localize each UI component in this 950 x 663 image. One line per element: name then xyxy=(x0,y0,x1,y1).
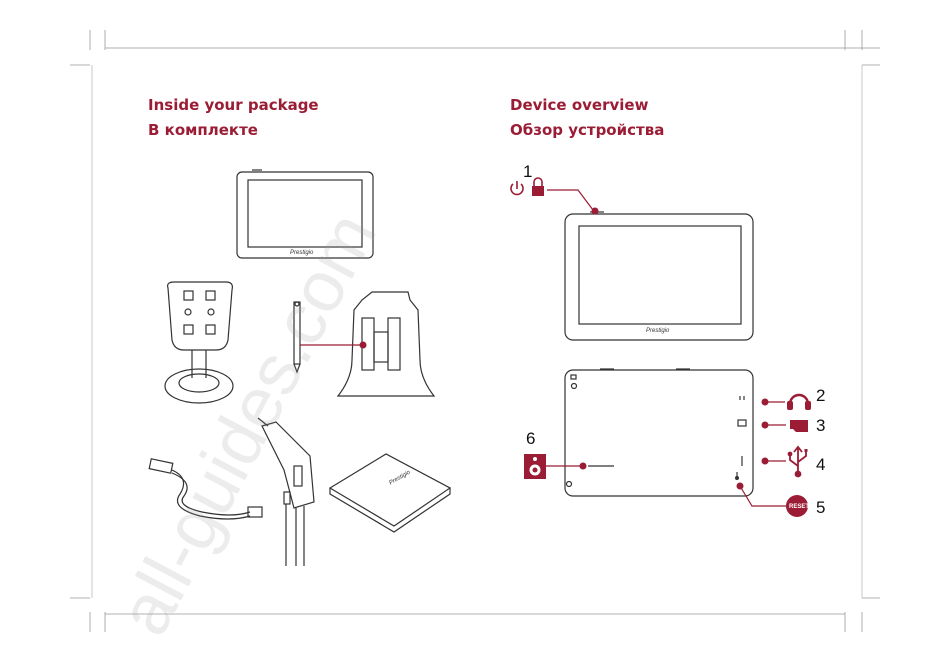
callout-6-speaker: 6 xyxy=(524,429,614,479)
callout-5-number: 5 xyxy=(816,498,825,517)
device-front-view: Prestigio xyxy=(565,212,753,340)
package-user-manual: Prestigio xyxy=(330,454,450,532)
speaker-icon xyxy=(524,454,546,479)
callout-2-number: 2 xyxy=(816,386,825,405)
callout-5-reset: RESET 5 xyxy=(735,472,825,517)
power-icon xyxy=(511,181,523,194)
callout-6-number: 6 xyxy=(526,429,535,448)
watermark: all-guides.com xyxy=(103,200,392,647)
reset-button-icon: RESET xyxy=(786,495,809,517)
device-front-brand: Prestigio xyxy=(646,328,670,334)
callout-4-usb: 4 xyxy=(762,447,826,477)
sd-card-icon xyxy=(790,420,808,432)
callout-4-number: 4 xyxy=(816,455,825,474)
reset-label: RESET xyxy=(789,504,809,510)
callout-2-headphones: 2 xyxy=(762,386,826,410)
callout-3-sd-card: 3 xyxy=(762,416,826,435)
device-back-view xyxy=(565,369,753,496)
lock-icon xyxy=(532,178,544,196)
usb-icon xyxy=(789,447,808,477)
manual-brand: Prestigio xyxy=(388,469,412,486)
headphones-icon xyxy=(787,395,811,410)
callout-1-number: 1 xyxy=(523,162,532,181)
callout-3-number: 3 xyxy=(816,416,825,435)
callout-1-power-lock: 1 xyxy=(511,162,598,215)
